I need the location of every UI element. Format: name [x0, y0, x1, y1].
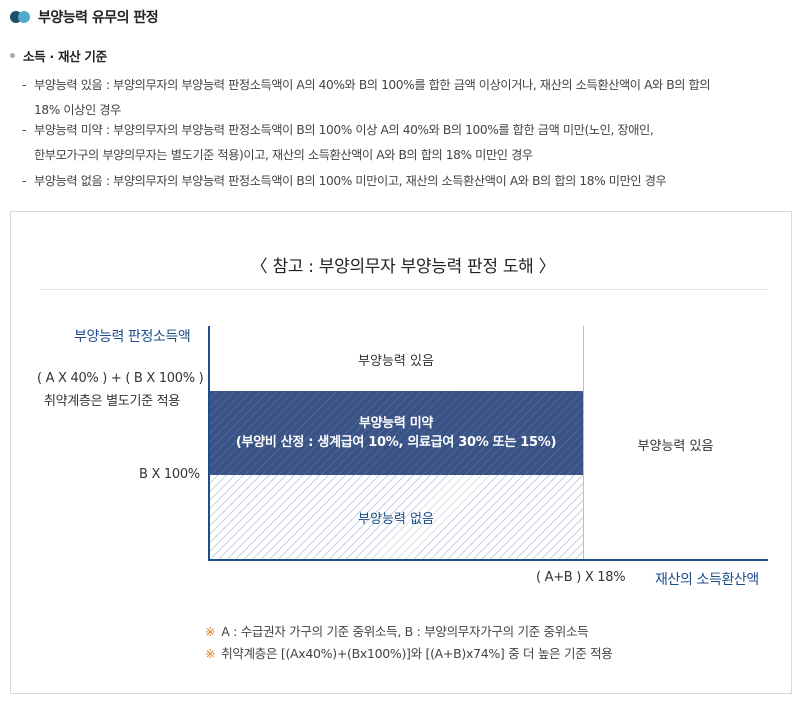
- footnote-text: 취약계층은 [(Ax40%)+(Bx100%)]와 [(A+B)x74%] 중 …: [221, 646, 613, 661]
- page-header: 부양능력 유무의 판정: [10, 6, 159, 28]
- x-tick: ( A+B ) X 18%: [536, 570, 626, 585]
- page-title: 부양능력 유무의 판정: [38, 10, 159, 26]
- criteria-item-line: 18% 이상인 경우: [34, 103, 121, 117]
- region-none-label: 부양능력 없음: [358, 512, 434, 527]
- y-axis-line: [208, 326, 210, 561]
- section-heading: 소득 · 재산 기준: [10, 46, 107, 65]
- y-tick-upper-note: 취약계층은 별도기준 적용: [44, 394, 180, 409]
- footnote: ※ A : 수급권자 가구의 기준 중위소득, B : 부양의무자가구의 기준 중…: [205, 621, 589, 640]
- bullet-icon: [10, 53, 15, 58]
- region-weak-label: 부양능력 미약: [358, 416, 434, 431]
- y-tick-upper: ( A X 40% ) + ( B X 100% ): [37, 371, 204, 386]
- region-capable-right: 부양능력 있음: [583, 328, 768, 560]
- x-threshold-line: [583, 326, 584, 559]
- criteria-item-line: 한부모가구의 부양의무자는 별도기준 적용)이고, 재산의 소득환산액이 A와 …: [34, 148, 533, 162]
- criteria-item-line: 부양능력 없음 : 부양의무자의 부양능력 판정소득액이 B의 100% 미만이…: [34, 174, 667, 188]
- reference-mark-icon: ※: [205, 624, 216, 639]
- criteria-item-line: 부양능력 있음 : 부양의무자의 부양능력 판정소득액이 A의 40%와 B의 …: [34, 78, 711, 92]
- x-axis-line: [208, 559, 768, 561]
- footnote-text: A : 수급권자 가구의 기준 중위소득, B : 부양의무자가구의 기준 중위…: [221, 624, 589, 639]
- diagram-title: 〈 참고 : 부양의무자 부양능력 판정 도해 〉: [250, 257, 556, 277]
- criteria-item-capable: -부양능력 있음 : 부양의무자의 부양능력 판정소득액이 A의 40%와 B의…: [22, 73, 711, 123]
- criteria-item-line: 부양능력 미약 : 부양의무자의 부양능력 판정소득액이 B의 100% 이상 …: [34, 123, 654, 137]
- toggle-dots-icon: [10, 11, 32, 23]
- criteria-item-none: -부양능력 없음 : 부양의무자의 부양능력 판정소득액이 B의 100% 미만…: [22, 174, 667, 188]
- region-capable-right-label: 부양능력 있음: [637, 438, 714, 454]
- region-weak: 부양능력 미약 (부양비 산정 : 생계급여 10%, 의료급여 30% 또는 …: [209, 391, 583, 475]
- region-none: 부양능력 없음: [209, 475, 583, 560]
- criteria-item-weak: -부양능력 미약 : 부양의무자의 부양능력 판정소득액이 B의 100% 이상…: [22, 118, 654, 168]
- diagram-divider: [40, 289, 768, 290]
- reference-mark-icon: ※: [205, 646, 216, 661]
- section-title: 소득 · 재산 기준: [23, 49, 107, 64]
- region-weak-note: (부양비 산정 : 생계급여 10%, 의료급여 30% 또는 15%): [235, 435, 557, 450]
- y-tick-lower: B X 100%: [139, 467, 200, 482]
- region-capable-top: 부양능력 있음: [209, 328, 583, 391]
- footnote: ※ 취약계층은 [(Ax40%)+(Bx100%)]와 [(A+B)x74%] 중…: [205, 643, 613, 662]
- region-capable-top-label: 부양능력 있음: [358, 354, 434, 369]
- y-axis-title: 부양능력 판정소득액: [74, 329, 191, 345]
- diagram-box: [10, 211, 792, 694]
- x-axis-title: 재산의 소득환산액: [655, 572, 759, 588]
